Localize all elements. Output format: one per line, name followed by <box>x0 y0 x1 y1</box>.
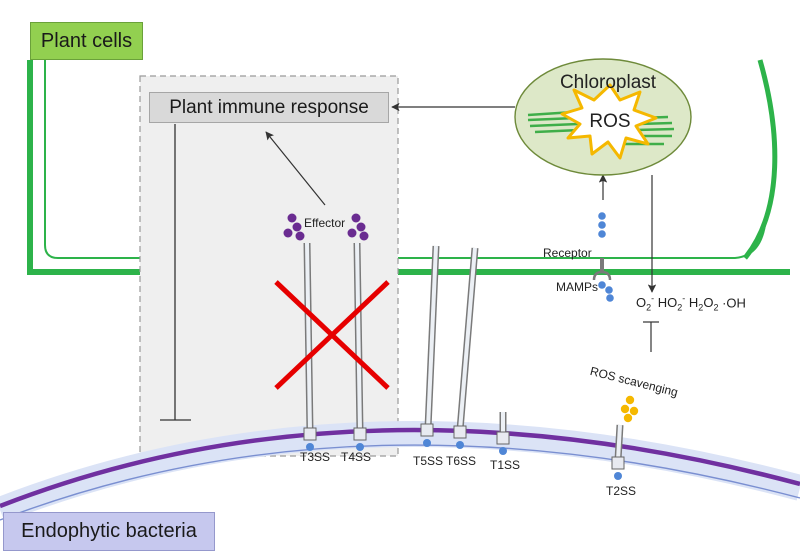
inhibition-cross <box>274 280 390 390</box>
plant-cell-membrane <box>27 59 790 275</box>
secretion-system-t3ss <box>303 242 317 451</box>
plant-cells-label: Plant cells <box>30 22 143 60</box>
ros-scavenger-cluster <box>620 395 639 423</box>
ros-species-o2: O2- <box>636 294 655 313</box>
effector-cluster-right <box>347 213 369 241</box>
receptor-label: Receptor <box>543 246 592 260</box>
receptor-icon <box>592 258 612 281</box>
secretion-system-t2ss <box>611 424 625 480</box>
secretion-system-t5ss <box>420 245 440 447</box>
mamps-label: MAMPs <box>556 280 598 294</box>
effector-cluster-left <box>283 213 305 241</box>
endophytic-bacteria-label: Endophytic bacteria <box>3 512 215 551</box>
mamps-signal-dots <box>598 212 606 238</box>
t5ss-label: T5SS <box>413 454 444 468</box>
effector-label: Effector <box>304 216 346 230</box>
plant-immune-response-box: Plant immune response <box>149 92 389 123</box>
bacteria-cell-envelope <box>0 421 800 523</box>
ros-species-h2o2: H2O2 <box>688 295 719 313</box>
secretion-system-t1ss <box>496 412 510 455</box>
immune-suppression-line <box>160 124 191 421</box>
t2ss-label: T2SS <box>606 484 637 498</box>
t4ss-label: T4SS <box>341 450 372 464</box>
ros-burst-icon <box>560 83 658 160</box>
ros-species-oh: ·OH <box>722 295 746 311</box>
ros-scavenging-inhibition <box>643 321 659 352</box>
chloroplast-label: Chloroplast <box>559 72 657 93</box>
effector-to-immune-arrow <box>265 131 326 206</box>
secretion-system-t6ss <box>453 247 479 449</box>
mamps-molecules <box>598 281 614 302</box>
t1ss-label: T1SS <box>490 458 521 472</box>
ros-species-label: O2- HO2- H2O2 ·OH <box>636 294 746 313</box>
ros-species-ho2: HO2- <box>657 294 686 313</box>
ros-label: ROS <box>589 111 631 132</box>
t3ss-label: T3SS <box>300 450 331 464</box>
secretion-system-t4ss <box>353 242 367 451</box>
t6ss-label: T6SS <box>446 454 477 468</box>
